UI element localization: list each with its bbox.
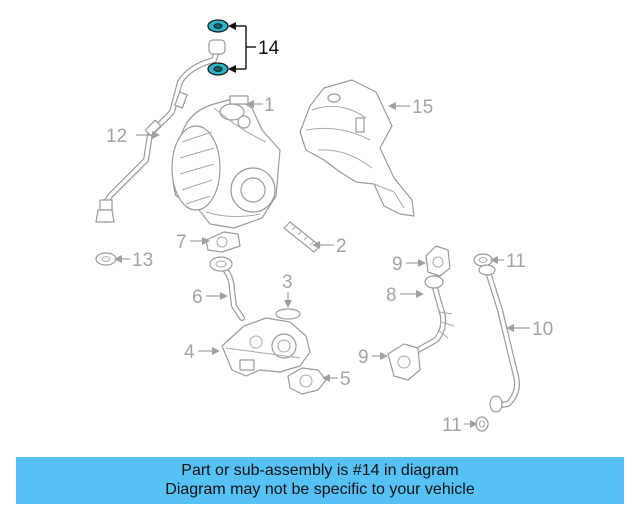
callout-7: 7 [176,232,187,253]
part-9-lower-gasket [387,343,421,381]
callout-15: 15 [412,97,433,118]
part-14-bracket [228,22,256,73]
part-11-upper-washer [473,253,493,267]
banner-line-2: Diagram may not be specific to your vehi… [165,481,475,498]
info-banner: Part or sub-assembly is #14 in diagram D… [16,457,624,504]
part-7-gasket [205,231,241,253]
callout-5: 5 [340,369,351,390]
callout-1: 1 [264,95,275,116]
part-12-oil-line [95,39,226,223]
part-5-gasket [287,367,327,395]
callout-11-lower: 11 [442,415,462,436]
part-1-turbocharger [171,95,281,229]
callout-9-lower: 9 [358,347,369,368]
part-10-pipe [478,264,520,413]
part-8-pipe [415,275,455,353]
banner-line-1: Part or sub-assembly is #14 in diagram [181,462,459,479]
part-6-pipe [209,256,245,321]
leader-lines [114,100,530,428]
part-4-housing [221,317,311,377]
callout-10: 10 [532,319,553,340]
callout-13: 13 [132,250,153,271]
part-15-heat-shield [299,79,415,217]
callout-6: 6 [192,287,203,308]
part-3-o-ring [275,308,301,320]
callout-8: 8 [386,285,397,306]
callout-4: 4 [184,342,195,363]
callout-11-upper: 11 [506,251,526,272]
part-11-lower-washer [475,416,489,432]
callout-9-upper: 9 [392,254,403,275]
callout-14: 14 [258,38,280,59]
part-2-stud [283,221,321,253]
part-13-seal [95,252,117,266]
part-14-seal-washers [207,19,229,76]
callout-2: 2 [336,236,347,257]
callout-3: 3 [282,272,293,293]
callout-12: 12 [106,126,127,147]
part-9-upper-gasket [425,245,451,277]
